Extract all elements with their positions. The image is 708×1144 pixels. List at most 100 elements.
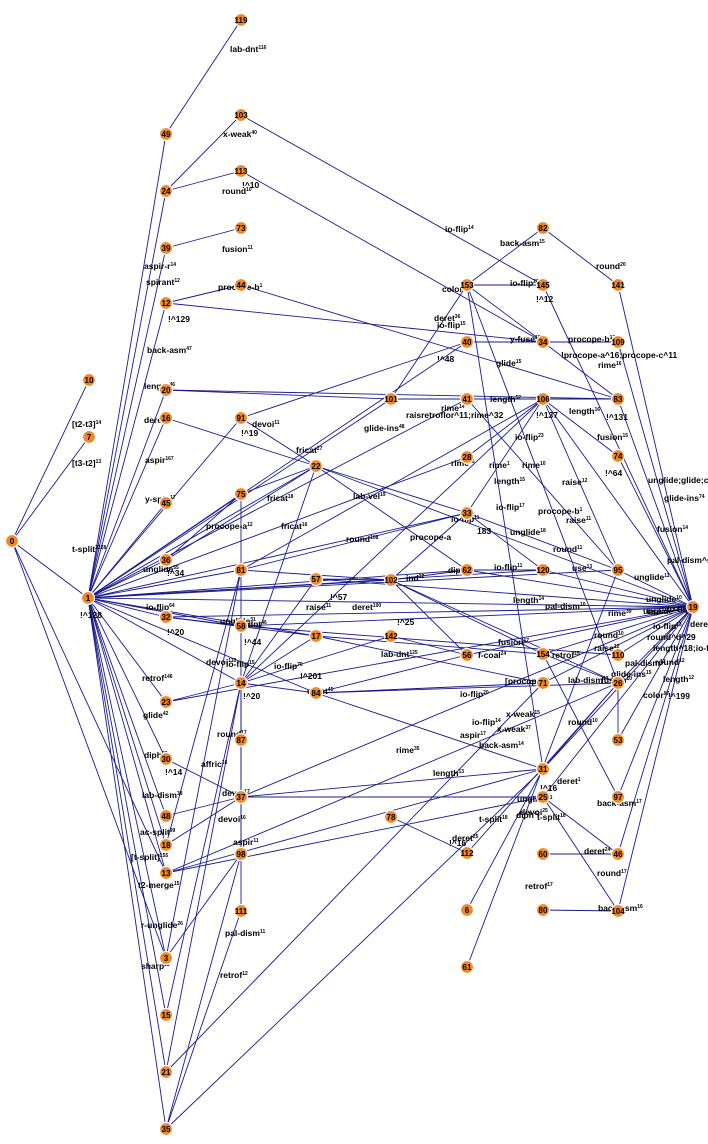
edge-label: unglide18: [510, 527, 546, 537]
node-circle: [535, 675, 551, 691]
edge-label: length15: [494, 476, 525, 486]
node-label: 15: [162, 1011, 171, 1020]
edge-label: !^25: [397, 617, 415, 627]
node-label: 16: [162, 414, 171, 423]
edge-24-103: [165, 114, 242, 192]
node-10: 10: [81, 372, 97, 388]
node-circle: [158, 240, 174, 256]
edge-32-19: [165, 606, 694, 618]
node-35: 35: [158, 1121, 174, 1137]
graph-nodes: 0136710121314151617181920212223242526283…: [4, 12, 701, 1137]
edge-1-49: [87, 133, 167, 599]
node-label: 145: [536, 281, 550, 290]
node-label: 18: [162, 841, 171, 850]
node-74: 74: [610, 448, 626, 464]
edge-label: io-flip11: [494, 562, 523, 572]
edge-1-16: [87, 417, 167, 599]
edge-label: !^14: [165, 767, 183, 777]
node-label: 119: [235, 16, 248, 25]
edge-1-48: [87, 597, 167, 817]
node-111: 111: [233, 903, 249, 919]
edge-label: ind12: [406, 573, 425, 583]
edge-label: pal-dism10: [545, 601, 586, 611]
node-32: 32: [158, 609, 174, 625]
edge-label: io-flip64: [146, 602, 175, 612]
node-circle: [535, 220, 551, 236]
edge-12-34: [165, 302, 544, 343]
node-label: 26: [614, 679, 623, 688]
edge-39-73: [165, 227, 242, 249]
node-25: 25: [535, 789, 551, 805]
node-16: 16: [158, 410, 174, 426]
node-153: 153: [459, 277, 474, 293]
node-82: 82: [535, 220, 551, 236]
node-73: 73: [233, 220, 249, 236]
edge-22-33: [315, 465, 468, 514]
node-71: 71: [535, 675, 551, 691]
edge-label: back-asm14: [479, 740, 524, 750]
node-label: 74: [614, 452, 623, 461]
edge-label: deret1: [557, 776, 581, 786]
edge-1-13: [87, 597, 167, 874]
node-label: 112: [461, 849, 474, 858]
node-circle: [610, 334, 626, 350]
edge-label: glide42: [143, 710, 169, 720]
edge-1-3: [87, 597, 167, 959]
edge-53-19: [617, 606, 694, 741]
edge-71-19: [542, 606, 694, 684]
node-label: 71: [539, 679, 548, 688]
node-label: 154: [536, 650, 550, 659]
edge-label: unglide;glide;color17: [648, 475, 708, 485]
node-12: 12: [158, 295, 174, 311]
node-26: 26: [610, 675, 626, 691]
node-circle: [233, 846, 249, 862]
edge-label: !^16: [449, 838, 467, 848]
edge-label: glide-ins74: [664, 493, 705, 503]
node-36: 36: [158, 552, 174, 568]
edge-label: unglide10: [646, 594, 682, 604]
edge-label: 183: [477, 526, 491, 536]
node-circle: [233, 410, 249, 426]
edge-label: rime16: [598, 360, 622, 370]
edge-label: round12: [655, 657, 685, 667]
node-circle: [233, 732, 249, 748]
edge-14-106: [240, 398, 544, 684]
node-circle: [459, 647, 475, 663]
node-label: 33: [463, 509, 472, 518]
node-120: 120: [535, 562, 550, 578]
node-label: 46: [614, 850, 623, 859]
node-label: 82: [539, 224, 548, 233]
edge-label: t-split2228: [72, 544, 106, 554]
edge-label: f-coal24: [478, 650, 506, 660]
edge-label: round^d^29: [647, 632, 696, 642]
node-label: 49: [162, 130, 171, 139]
edge-label: unglide55: [143, 564, 179, 574]
edge-84-31: [315, 692, 544, 770]
node-98: 98: [233, 846, 249, 862]
node-circle: [80, 590, 96, 606]
node-circle: [158, 183, 174, 199]
edge-label: rime14: [441, 403, 465, 413]
edge-label: glide15: [496, 358, 522, 368]
node-circle: [158, 609, 174, 625]
node-label: 0: [10, 537, 15, 546]
node-75: 75: [233, 486, 249, 502]
node-circle: [158, 950, 174, 966]
edge-102-154: [390, 579, 544, 655]
edge-142-56: [390, 635, 468, 656]
edge-label: rime1: [489, 460, 510, 470]
edge-label: io-flip20: [510, 278, 539, 288]
edge-145-19: [542, 284, 694, 608]
node-110: 110: [610, 647, 626, 663]
edge-0-3: [11, 540, 167, 959]
node-label: 41: [463, 395, 472, 404]
node-41: 41: [459, 391, 475, 407]
edge-label: !^44: [244, 637, 262, 647]
edge-1-14: [87, 597, 242, 684]
node-30: 30: [158, 751, 174, 767]
edge-label: io-flip11: [451, 514, 480, 524]
edge-label: color: [442, 284, 463, 294]
node-label: 84: [312, 689, 321, 698]
edge-label: round17: [597, 868, 627, 878]
node-label: 23: [162, 698, 171, 707]
